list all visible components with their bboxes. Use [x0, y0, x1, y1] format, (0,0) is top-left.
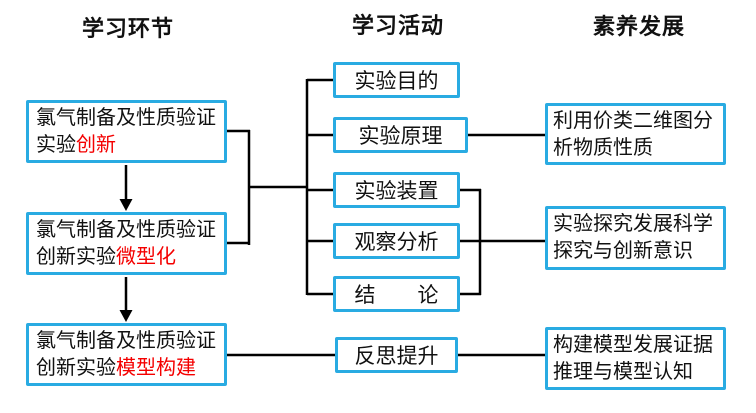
down-arrow-icon	[119, 277, 133, 322]
stage-box-1-line2: 实验创新	[36, 132, 224, 159]
activity-box-observation: 观察分析	[333, 223, 460, 259]
stage-box-2-line1: 氯气制备及性质验证	[36, 219, 216, 241]
activity-box-apparatus: 实验装置	[333, 172, 460, 208]
activity-box-purpose: 实验目的	[333, 62, 460, 98]
activity-box-conclusion: 结 论	[333, 276, 460, 312]
stage-box-3-highlight: 模型构建	[116, 357, 196, 379]
stage-box-3: 氯气制备及性质验证 创新实验模型构建	[26, 323, 227, 386]
stage-box-2-highlight: 微型化	[116, 246, 176, 268]
column-header-learning-stages: 学习环节	[81, 16, 175, 41]
stage-box-2-line2: 创新实验微型化	[36, 244, 224, 271]
stage-box-1-line2-prefix: 实验	[36, 134, 76, 156]
stage-box-1: 氯气制备及性质验证 实验创新	[26, 100, 227, 163]
activity-box-principle: 实验原理	[333, 117, 468, 153]
stage-box-1-line1: 氯气制备及性质验证	[36, 107, 216, 129]
outcome-box-1: 利用价类二维图分析物质性质	[545, 103, 726, 165]
stage-box-1-highlight: 创新	[76, 134, 116, 156]
activity-box-reflection: 反思提升	[335, 337, 458, 373]
column-header-learning-activities: 学习活动	[351, 13, 445, 38]
down-arrow-icon	[119, 165, 133, 211]
stage-box-2: 氯气制备及性质验证 创新实验微型化	[26, 212, 227, 275]
stage-box-2-line2-prefix: 创新实验	[36, 246, 116, 268]
outcome-box-2: 实验探究发展科学探究与创新意识	[545, 206, 726, 270]
outcome-box-3: 构建模型发展证据推理与模型认知	[545, 327, 726, 390]
stage-box-3-line2: 创新实验模型构建	[36, 355, 224, 382]
column-header-competency-development: 素养发展	[592, 14, 686, 39]
stage-box-3-line2-prefix: 创新实验	[36, 357, 116, 379]
stage-box-3-line1: 氯气制备及性质验证	[36, 330, 216, 352]
